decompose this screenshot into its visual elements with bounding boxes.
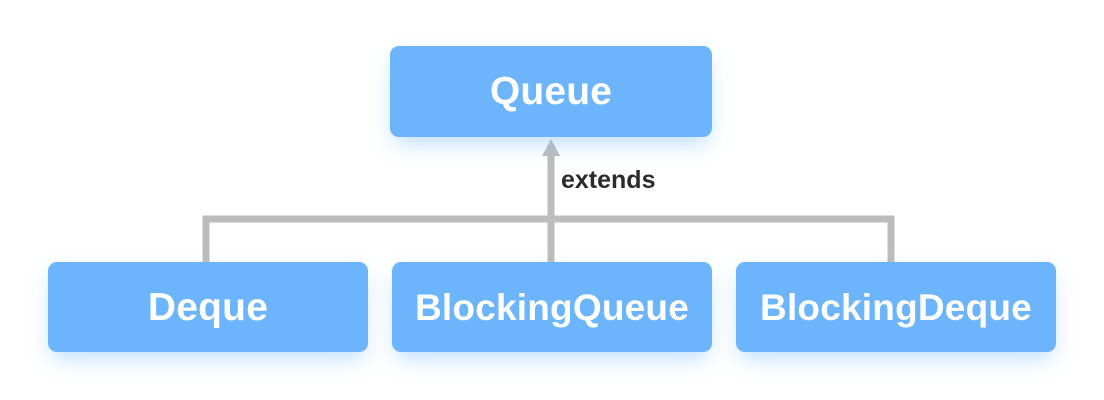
edge-label-extends: extends [561, 166, 656, 194]
node-blockingdeque-label: BlockingDeque [760, 286, 1032, 328]
node-queue-label: Queue [489, 70, 613, 113]
node-blockingqueue[interactable]: BlockingQueue [392, 262, 712, 352]
node-blockingqueue-label: BlockingQueue [415, 286, 689, 328]
node-blockingdeque[interactable]: BlockingDeque [736, 262, 1056, 352]
node-queue[interactable]: Queue [390, 46, 712, 137]
node-deque[interactable]: Deque [48, 262, 368, 352]
extends-arrowhead [542, 139, 560, 156]
node-deque-label: Deque [147, 285, 269, 329]
